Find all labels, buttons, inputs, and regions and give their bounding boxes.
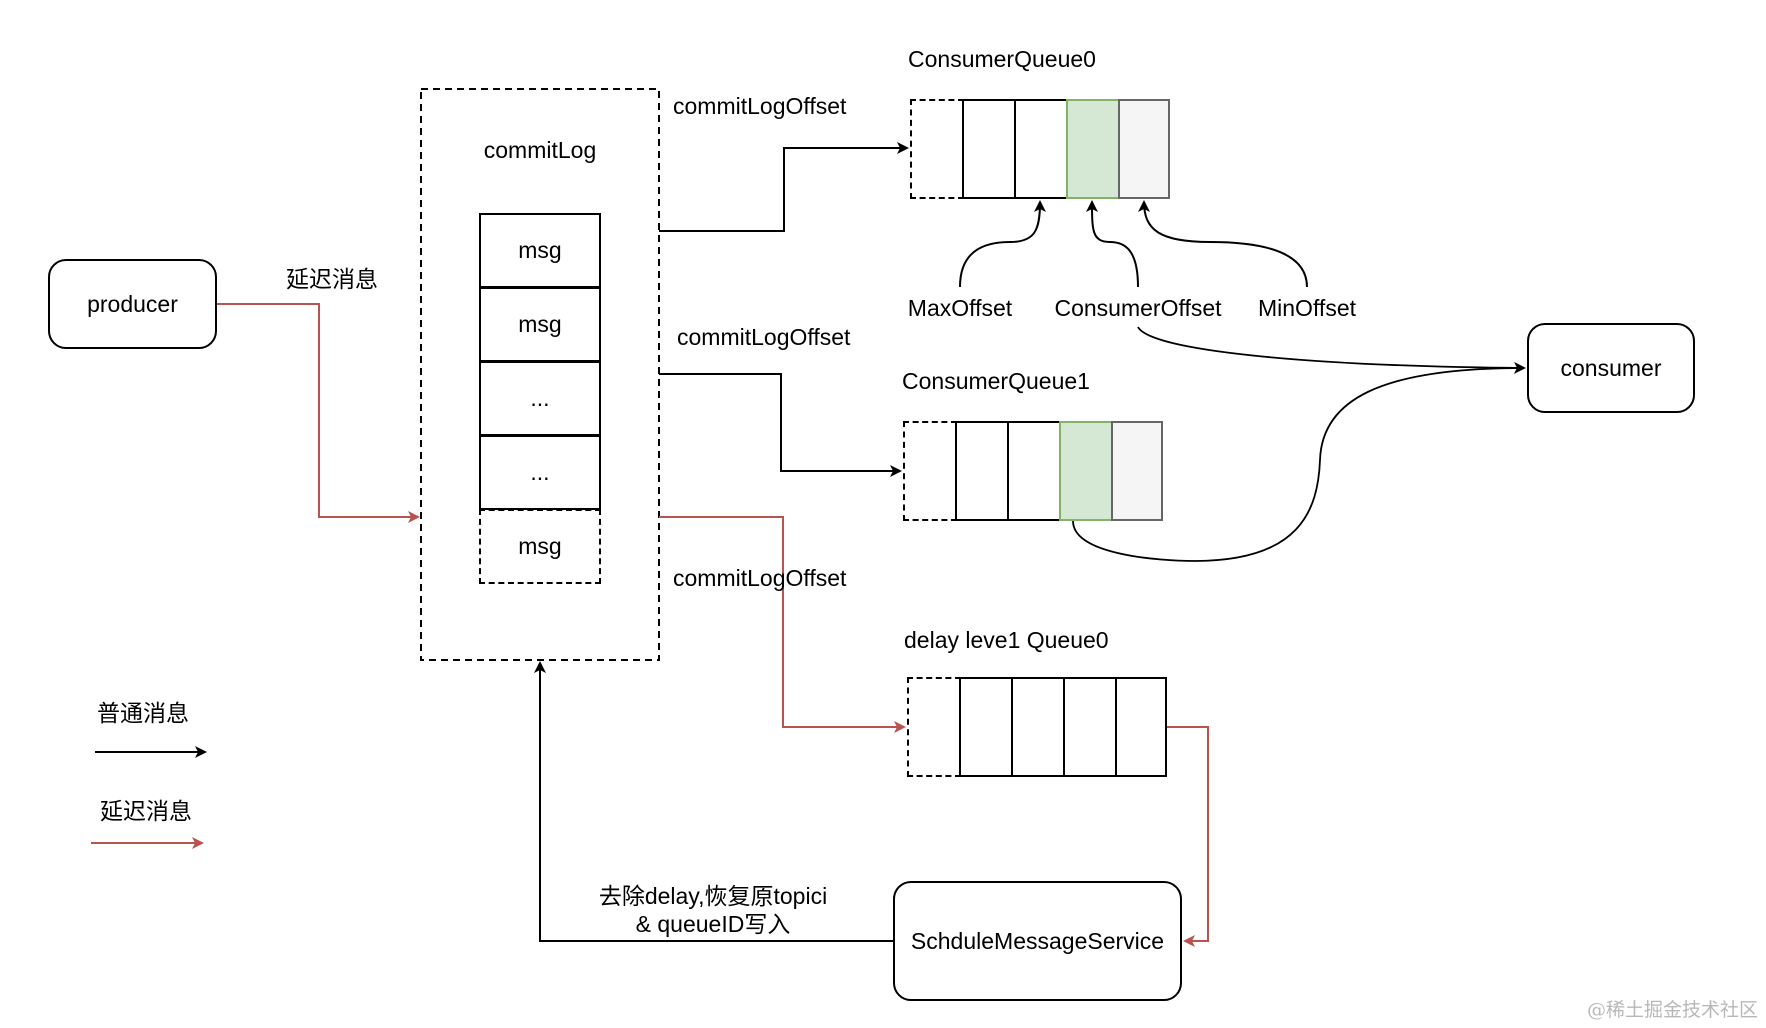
commitlog-cell-label: msg xyxy=(518,237,562,263)
queue1-title: ConsumerQueue1 xyxy=(902,368,1090,394)
commitlog-cell[interactable]: ... xyxy=(479,435,601,510)
queue-cell-consumer[interactable] xyxy=(1066,99,1120,199)
edge-commitlog-to-queue1 xyxy=(659,373,902,477)
edge-label-commitlog-offset-2: commitLogOffset xyxy=(673,565,847,591)
queue-cell-normal[interactable] xyxy=(1115,677,1167,777)
producer-label: producer xyxy=(87,290,178,317)
consumer-label: consumer xyxy=(1560,354,1662,381)
edge-commitlog-to-delay-queue xyxy=(659,516,906,733)
queue-cell-pending[interactable] xyxy=(910,99,964,199)
commitlog-cell-label: msg xyxy=(518,533,562,559)
queue-cell-normal[interactable] xyxy=(962,99,1016,199)
edge-consumer-offset-to-consumer xyxy=(1137,326,1526,374)
edge-label-commitlog-offset-0: commitLogOffset xyxy=(673,93,847,119)
schedule-service-node[interactable]: SchduleMessageService xyxy=(893,881,1182,1001)
commitlog-cell-label: ... xyxy=(530,385,550,411)
commitlog-cell[interactable]: ... xyxy=(479,361,601,436)
queue-cell-normal[interactable] xyxy=(955,421,1009,521)
edge-commitlog-to-queue0 xyxy=(659,142,909,232)
queue-cell-min[interactable] xyxy=(1118,99,1170,199)
queue-cell-normal[interactable] xyxy=(1007,421,1061,521)
schedule-service-label: SchduleMessageService xyxy=(910,927,1165,954)
queue-cell-normal[interactable] xyxy=(1014,99,1068,199)
queue-cell-normal[interactable] xyxy=(959,677,1013,777)
edge-label-commitlog-offset-1: commitLogOffset xyxy=(677,324,851,350)
edge-label-delay-message: 延迟消息 xyxy=(286,266,378,292)
commitlog-cell[interactable]: msg xyxy=(479,213,601,288)
edge-delay-queue-to-schedule-service xyxy=(1167,726,1209,947)
queue-cell-min[interactable] xyxy=(1111,421,1163,521)
delay-queue-title: delay leve1 Queue0 xyxy=(904,627,1109,653)
commitlog-cell-label: ... xyxy=(530,459,550,485)
queue-cell-consumer[interactable] xyxy=(1059,421,1113,521)
commitlog-cell[interactable]: msg xyxy=(479,287,601,362)
producer-node[interactable]: producer xyxy=(48,259,217,349)
edge-queue1-to-consumer xyxy=(1072,367,1525,562)
pointer-consumer-offset xyxy=(1086,200,1139,288)
min-offset-label: MinOffset xyxy=(1258,295,1356,321)
edge-producer-to-commitlog xyxy=(217,303,420,523)
max-offset-label: MaxOffset xyxy=(907,295,1013,321)
commitlog-cell-label: msg xyxy=(518,311,562,337)
consumer-node[interactable]: consumer xyxy=(1527,323,1695,413)
edge-schedule-service-to-commitlog xyxy=(534,661,893,942)
legend-delay-label: 延迟消息 xyxy=(100,798,192,824)
edge-label-restore-topic-line2: & queueID写入 xyxy=(635,911,791,937)
queue-cell-pending[interactable] xyxy=(903,421,957,521)
edge-label-restore-topic-line1: 去除delay,恢复原topici xyxy=(598,883,828,909)
consumer-offset-label: ConsumerOffset xyxy=(1054,295,1222,321)
legend-normal-label: 普通消息 xyxy=(97,700,189,726)
queue-cell-normal[interactable] xyxy=(1063,677,1117,777)
queue-cell-normal[interactable] xyxy=(1011,677,1065,777)
commitlog-title: commitLog xyxy=(483,137,597,163)
queue0-title: ConsumerQueue0 xyxy=(908,46,1096,72)
pointer-min-offset xyxy=(1138,200,1308,288)
commitlog-container xyxy=(420,88,660,661)
watermark: @稀土掘金技术社区 xyxy=(1586,999,1758,1021)
queue-cell-pending[interactable] xyxy=(907,677,961,777)
pointer-max-offset xyxy=(959,200,1046,288)
commitlog-cell-pending[interactable]: msg xyxy=(479,509,601,584)
